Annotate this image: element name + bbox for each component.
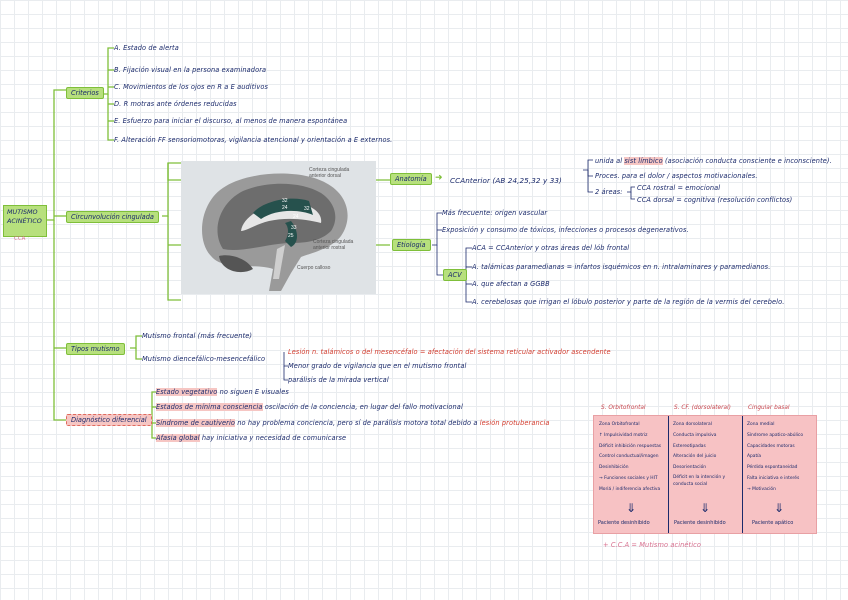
table-cell: ↑ Impulsividad motriz — [599, 432, 648, 438]
diag-minima-rest: oscilación de la conciencia, en lugar de… — [264, 403, 463, 411]
table-divider-2 — [742, 416, 743, 533]
brain-num-32a: 32 — [282, 198, 288, 204]
table-cell: Apatía — [747, 454, 762, 460]
table-cell: Síndrome apatico-abúlico — [747, 432, 804, 438]
brain-illustration — [202, 173, 348, 291]
etiologia-toxicos: Exposición y consumo de tóxicos, infecci… — [442, 226, 689, 234]
criterio-a: A. Estado de alerta — [114, 44, 179, 52]
table-foot-2: Paciente desinhibido — [674, 520, 726, 526]
anatomia-cca-rostral: CCA rostral = emocional — [637, 184, 721, 192]
table-col-2: Zona dorsolateral Conducta impulsiva Est… — [673, 420, 739, 488]
node-acv: ACV — [443, 269, 467, 281]
criterio-c: C. Movimientos de los ojos en R a E audi… — [114, 83, 268, 91]
node-diagnostico: Diagnóstico diferencial — [66, 414, 152, 426]
down-arrow-icon: ⇓ — [774, 501, 785, 515]
table-cell: Zona Orbitofrontal — [599, 422, 640, 427]
brain-image: Corteza cingulada anterior dorsal Cortez… — [181, 161, 376, 294]
anatomia-unida-post: (asociación conducta consciente e incons… — [664, 157, 832, 165]
brain-num-25: 25 — [288, 233, 294, 239]
table-header-1: S. Orbitofrontal — [601, 405, 646, 411]
table-cell: Déficit en la intención y conducta socia… — [673, 474, 726, 487]
etiologia-ggbb: A. que afectan a GGBB — [472, 280, 550, 288]
comparison-table: Zona Orbitofrontal ↑ Impulsividad motriz… — [593, 415, 817, 534]
etiologia-aca: ACA = CCAnterior y otras áreas del lób f… — [472, 244, 630, 252]
table-note: + C.C.A = Mutismo acinético — [603, 541, 702, 549]
table-foot-1: Paciente desinhibido — [598, 520, 650, 526]
table-header-3: Cingular basal — [748, 405, 790, 411]
table-cell: Zona dorsolateral — [673, 422, 712, 427]
diag-cautiverio-red: lesión protuberancia — [479, 419, 550, 427]
table-col-3: Zona medial Síndrome apatico-abúlico Cap… — [747, 420, 803, 496]
arrow-right-icon: ➜ — [435, 172, 443, 182]
diag-vegetativo-hl: Estado vegetativo — [156, 388, 218, 396]
node-etiologia: Etiología — [392, 239, 431, 251]
table-cell: Moriá / indiferencia afectiva — [599, 486, 661, 492]
anatomia-cca: CCAnterior (AB 24,25,32 y 33) — [450, 176, 562, 185]
diag-cautiverio: Síndrome de cautiverio no hay problema c… — [156, 419, 550, 427]
anatomia-cca-dorsal: CCA dorsal = cognitiva (resolución confl… — [637, 196, 793, 204]
criterio-f: F. Alteración FF sensoriomotoras, vigila… — [114, 136, 393, 144]
diag-cautiverio-rest: no hay problema conciencia, pero sí de p… — [237, 419, 478, 427]
table-cell: Pérdida espontaneidad — [747, 465, 798, 471]
criterio-b: B. Fijación visual en la persona examina… — [114, 66, 267, 74]
etiologia-cerebelosas: A. cerebelosas que irrigan el lóbulo pos… — [472, 298, 785, 306]
diag-vegetativo: Estado vegetativo no siguen E visuales — [156, 388, 289, 396]
diag-vegetativo-rest: no siguen E visuales — [219, 388, 289, 396]
anatomia-proces: Proces. para el dolor / aspectos motivac… — [595, 172, 758, 180]
tipos-menor: Menor grado de vigilancia que en el muti… — [288, 362, 467, 370]
root-title-line1: MUTISMO — [7, 208, 38, 216]
root-sub: CCA — [14, 236, 26, 242]
table-cell: → Motivación — [747, 486, 776, 492]
criterio-e: E. Esfuerzo para iniciar el discurso, al… — [114, 117, 348, 125]
table-cell: → Funciones sociales y HIT — [599, 475, 658, 481]
table-cell: Déficit inhibición respuestas — [599, 443, 662, 449]
table-cell: Control conductual/imagen — [599, 454, 659, 460]
brain-label-dorsal: Corteza cingulada anterior dorsal — [309, 167, 350, 179]
table-cell: Estereotipadas — [673, 443, 706, 449]
tipos-lesion: Lesión n. talámicos o del mesencéfalo = … — [288, 348, 611, 356]
anatomia-unida-hl: sist límbico — [624, 157, 663, 165]
table-cell: Desorientación — [673, 465, 707, 471]
brain-num-24a: 24 — [282, 205, 288, 211]
diag-minima-hl: Estados de mínima consciencia — [156, 403, 263, 411]
node-anatomia: Anatomía — [390, 173, 432, 185]
table-foot-3: Paciente apático — [752, 520, 794, 526]
brain-label-rostral: Corteza cingulada anterior rostral — [313, 239, 354, 251]
etiologia-frecuente: Más frecuente: origen vascular — [442, 209, 548, 217]
tipos-diencef: Mutismo diencefálico-mesencefálico — [142, 355, 266, 363]
root-node: MUTISMO ACINÉTICO — [3, 205, 47, 237]
root-title-line2: ACINÉTICO — [7, 217, 42, 225]
table-cell: Falta iniciativa e interés — [747, 475, 800, 481]
criterio-d: D. R motras ante órdenes reducidas — [114, 100, 237, 108]
tipos-lesion-text: Lesión n. talámicos o del mesencéfalo = … — [288, 348, 611, 356]
anatomia-unida-pre: unida al — [595, 157, 623, 165]
diag-afasia-rest: hay iniciativa y necesidad de comunicars… — [201, 434, 347, 442]
etiologia-talamicas: A. talámicas paramedianas = infartos isq… — [472, 263, 771, 271]
diag-cautiverio-hl: Síndrome de cautiverio — [156, 419, 236, 427]
node-criterios: Criterios — [66, 87, 104, 99]
table-cell: Capacidades motoras — [747, 443, 795, 449]
anatomia-unida: unida al sist límbico (asociación conduc… — [595, 157, 832, 165]
brain-num-32b: 32 — [304, 206, 310, 212]
table-header-2: S. CF. (dorsolateral) — [674, 405, 731, 411]
diag-afasia: Afasia global hay iniciativa y necesidad… — [156, 434, 346, 442]
table-cell: Zona medial — [747, 422, 775, 427]
diag-afasia-hl: Afasia global — [156, 434, 200, 442]
tipos-paralisis: parálisis de la mirada vertical — [288, 376, 389, 384]
table-cell: Conducta impulsiva — [673, 432, 717, 438]
table-col-1: Zona Orbitofrontal ↑ Impulsividad motriz… — [599, 420, 661, 496]
table-divider-1 — [668, 416, 669, 533]
brain-label-callosum: Cuerpo calloso — [297, 265, 331, 271]
node-tipos-mutismo: Tipos mutismo — [66, 343, 125, 355]
table-cell: Desinhibición — [599, 465, 629, 471]
tipos-frontal: Mutismo frontal (más frecuente) — [142, 332, 253, 340]
brain-num-33: 33 — [291, 225, 297, 231]
down-arrow-icon: ⇓ — [700, 501, 711, 515]
down-arrow-icon: ⇓ — [626, 501, 637, 515]
node-circunvolucion: Circunvolución cingulada — [66, 211, 159, 223]
anatomia-dos-areas: 2 áreas: — [595, 188, 623, 196]
diag-minima: Estados de mínima consciencia oscilación… — [156, 403, 463, 411]
brain-num-24b: 24 — [293, 214, 299, 220]
table-cell: Alteración del juicio — [673, 454, 717, 460]
